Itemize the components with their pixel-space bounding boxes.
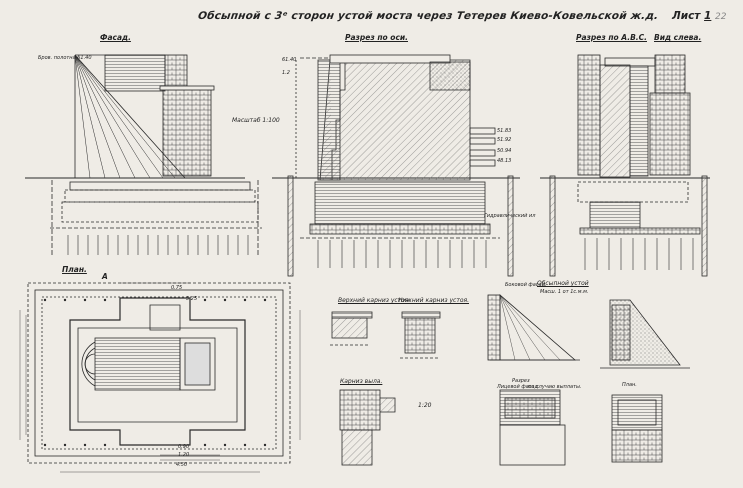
facade-view <box>25 54 262 255</box>
lower-cornice-detail <box>400 311 441 359</box>
dim-450: 4.50 <box>176 462 188 468</box>
sheet-label: Лист <box>672 10 701 22</box>
section-axis-view <box>272 54 520 277</box>
dim-075: 0.75 <box>171 285 183 291</box>
embankment-pier-sub: Масш. 1 от 1с.м.м. <box>540 289 589 295</box>
level-5094: 50.94 <box>497 148 512 154</box>
elevation-6140: 61.40 <box>282 57 297 63</box>
view-left-heading: Вид слева. <box>654 33 702 42</box>
embankment-pier-heading: Обсыпной устой <box>537 280 589 287</box>
cornice-wing-detail <box>339 389 396 466</box>
facade-heading: Фасад. <box>100 33 131 42</box>
level-5192: 51.92 <box>497 137 512 143</box>
section-axis-heading: Разрез по оси. <box>345 33 408 42</box>
sheet-annotation: 22 <box>715 12 727 22</box>
level-5183: 51.83 <box>497 128 512 134</box>
plan-heading: План. <box>62 265 87 274</box>
detail-scale: 1:20 <box>418 402 432 409</box>
upper-cornice-heading: Верхний карниз устоя. <box>338 297 411 304</box>
sheet-number-block: Лист 1 22 <box>672 10 726 22</box>
plan-marker: A <box>102 272 108 281</box>
cornice-wing-heading: Карниз выла. <box>340 378 383 385</box>
elevation-12: 1.2 <box>282 70 290 76</box>
lower-cornice-heading: Нижний карниз устоя. <box>398 297 470 304</box>
plan-view <box>19 282 301 473</box>
section-abc-heading: Разрез по A.B.C. <box>576 33 647 42</box>
small-embankment-views <box>487 294 690 466</box>
small-facade-heading: Боковой фасад. <box>505 282 547 288</box>
small-section-heading: Разрез <box>512 378 530 384</box>
elevation-top-note: Бров. полотна 61.40 <box>38 55 92 61</box>
dim-090: 0.90 <box>178 444 190 450</box>
upper-cornice-detail <box>330 311 373 346</box>
section-abc-view <box>540 54 710 277</box>
dim-325: 3.25 <box>186 296 198 302</box>
small-plan-heading: План. <box>622 382 637 388</box>
scale-label: Масштаб 1:100 <box>232 117 280 124</box>
small-front-heading: Лицевой фасад. <box>497 384 540 390</box>
level-4813: 48.13 <box>497 158 512 164</box>
small-front-sub: по случаю выплаты. <box>528 384 582 390</box>
sheet-number: 1 <box>704 10 712 22</box>
